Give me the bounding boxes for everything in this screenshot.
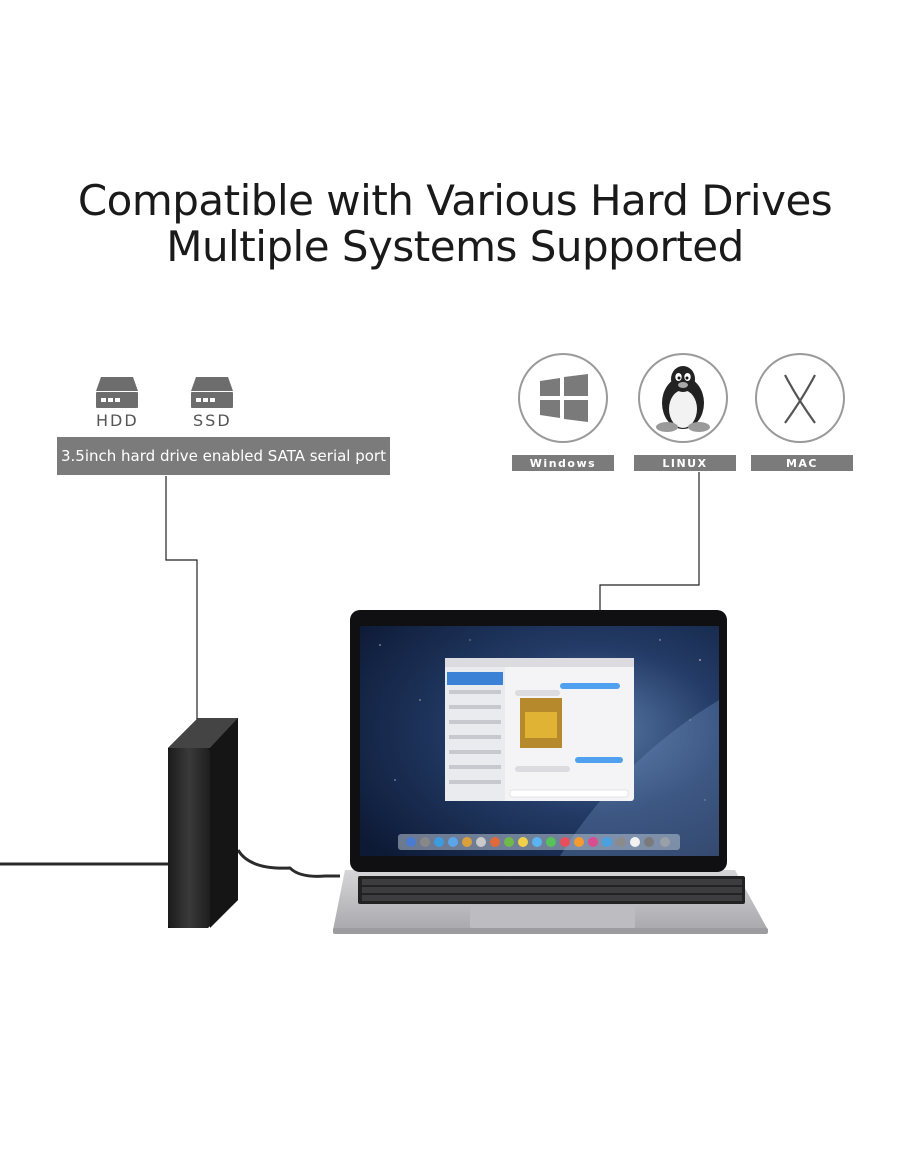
headline-line-1: Compatible with Various Hard Drives — [77, 176, 833, 225]
mac-x-icon — [784, 374, 816, 424]
sata-port-banner: 3.5inch hard drive enabled SATA serial p… — [57, 437, 390, 475]
hard-drive-enclosure — [168, 718, 238, 928]
dock-icons — [406, 837, 670, 847]
hdd-icon — [96, 377, 138, 408]
linux-penguin-icon — [656, 366, 710, 432]
mac-label: MAC — [751, 455, 853, 471]
usb-cable — [0, 849, 340, 878]
mac-circle — [755, 353, 845, 443]
windows-logo-icon — [540, 374, 588, 422]
laptop — [333, 610, 768, 934]
hdd-label: HDD — [96, 411, 139, 430]
messages-window — [445, 658, 634, 801]
keyboard-keys — [362, 879, 742, 901]
linux-circle — [638, 353, 728, 443]
headline-line-2: Multiple Systems Supported — [166, 222, 744, 271]
windows-circle — [518, 353, 608, 443]
linux-label: LINUX — [634, 455, 736, 471]
stars — [379, 639, 706, 801]
ssd-icon — [191, 377, 233, 408]
ssd-label: SSD — [193, 411, 232, 430]
windows-label: Windows — [512, 455, 614, 471]
